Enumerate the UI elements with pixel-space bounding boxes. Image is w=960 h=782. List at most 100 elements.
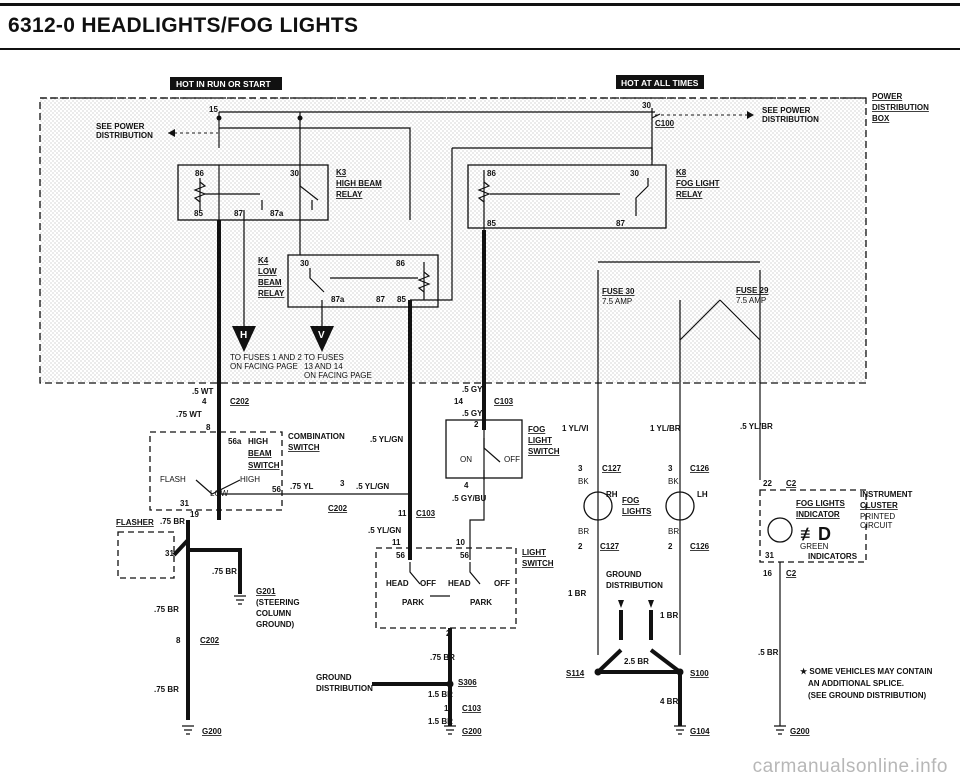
see-power-right-2: DISTRIBUTION (762, 115, 819, 124)
fog-rh-br: BR (578, 527, 589, 536)
ground-g200a: G200 (202, 727, 222, 736)
flasher-unit (117, 531, 175, 579)
pin-4: 4 (464, 481, 469, 490)
pin-11a: 11 (398, 509, 407, 518)
fog-switch-name-2: LIGHT (528, 436, 552, 445)
pin-10: 10 (456, 538, 465, 547)
k3-t87: 87 (234, 209, 243, 218)
cluster-green: GREEN (800, 542, 829, 551)
cluster-t31: 31 (765, 551, 774, 560)
instrument-cluster (759, 489, 867, 563)
combo-hb-3: SWITCH (248, 461, 280, 470)
combo-t56: 56 (272, 485, 281, 494)
wire-15br-a: 1.5 BR (428, 690, 453, 699)
wire-5ylgn-a: .5 YL/GN (370, 435, 403, 444)
c202a-pin: 4 (202, 397, 207, 406)
wire-1br-a: 1 BR (568, 589, 586, 598)
connector-c100: C100 (655, 119, 675, 128)
cluster-name-3: PRINTED (860, 512, 895, 521)
pin-2a: 2 (474, 420, 479, 429)
ref-v-triangle (310, 326, 334, 352)
gnd-dist-a-1: GROUND (606, 570, 642, 579)
watermark: carmanualsonline.info (752, 756, 948, 777)
cluster-ind-2: INDICATOR (796, 510, 840, 519)
wire-5wt: .5 WT (192, 387, 213, 396)
k3-t85: 85 (194, 209, 203, 218)
ref-h-text-1: TO FUSES 1 AND 2 (230, 353, 302, 362)
k4-t30: 30 (300, 259, 309, 268)
ref-v-text-2: 13 AND 14 (304, 362, 343, 371)
fog-lh-br: BR (668, 527, 679, 536)
banner-all-times-text: HOT AT ALL TIMES (621, 78, 699, 88)
combo-hb-2: BEAM (248, 449, 272, 458)
k3-t86: 86 (195, 169, 204, 178)
flasher-t31: 31 (165, 549, 174, 558)
fog-switch-off: OFF (504, 455, 520, 464)
see-power-left-1: SEE POWER (96, 122, 145, 131)
wire-75br-c: .75 BR (154, 605, 179, 614)
splice-s306: S306 (458, 678, 477, 687)
k4-t87: 87 (376, 295, 385, 304)
pin-15: 15 (209, 105, 218, 114)
splice-s114: S114 (566, 669, 585, 678)
combo-name-2: SWITCH (288, 443, 320, 452)
pin-3: 3 (340, 479, 345, 488)
wire-1br-b: 1 BR (660, 611, 678, 620)
pin-8b: 8 (176, 636, 181, 645)
power-box-label-1: POWER (872, 92, 902, 101)
fuse-30-rating: 7.5 AMP (602, 297, 632, 306)
k3-name-1: HIGH BEAM (336, 179, 382, 188)
connector-c202b: C202 (328, 504, 348, 513)
see-power-left-2: DISTRIBUTION (96, 131, 153, 140)
connector-c103c: C103 (462, 704, 482, 713)
k4-id: K4 (258, 256, 269, 265)
power-box-label-2: DISTRIBUTION (872, 103, 929, 112)
k8-name-1: FOG LIGHT (676, 179, 720, 188)
pin-22: 22 (763, 479, 772, 488)
ref-v-letter: V (318, 330, 325, 341)
note-line-1: ★ SOME VEHICLES MAY CONTAIN (800, 667, 933, 676)
connector-c2b: C2 (786, 569, 797, 578)
ground-g201: G201 (256, 587, 276, 596)
ref-v-text-3: ON FACING PAGE (304, 371, 372, 380)
connector-c202c: C202 (200, 636, 220, 645)
k3-name-2: RELAY (336, 190, 363, 199)
k3-id: K3 (336, 168, 347, 177)
cluster-ind-1: FOG LIGHTS (796, 499, 846, 508)
fog-lights-name-2: LIGHTS (622, 507, 652, 516)
fuse-30-name: FUSE 30 (602, 287, 635, 296)
k4-low-beam-relay (287, 254, 439, 308)
note-line-2: AN ADDITIONAL SPLICE. (808, 679, 904, 688)
fuse-29-rating: 7.5 AMP (736, 296, 766, 305)
banner-run-start-text: HOT IN RUN OR START (176, 79, 272, 89)
ground-g104: G104 (690, 727, 710, 736)
light-switch-t56b: 56 (460, 551, 469, 560)
pin-19: 19 (190, 510, 199, 519)
g201-note-2: COLUMN (256, 609, 291, 618)
fog-switch-on: ON (460, 455, 472, 464)
ground-g200c: G200 (790, 727, 810, 736)
light-switch-name-2: SWITCH (522, 559, 554, 568)
wire-5ylgn-c: .5 YL/GN (368, 526, 401, 535)
combination-switch (149, 431, 283, 511)
g201-note-1: (STEERING (256, 598, 300, 607)
combo-t31: 31 (180, 499, 189, 508)
arrow-left-icon (168, 129, 175, 137)
flasher-label: FLASHER (116, 518, 154, 527)
light-switch (375, 547, 517, 629)
wire-75br-d: .75 BR (154, 685, 179, 694)
k8-t87: 87 (616, 219, 625, 228)
ref-h-triangle (232, 326, 256, 352)
splice-s100: S100 (690, 669, 709, 678)
ref-v-text-1: TO FUSES (304, 353, 344, 362)
k8-fog-light-relay (467, 164, 667, 229)
k8-t85: 85 (487, 219, 496, 228)
wire-15br-b: 1.5 BR (428, 717, 453, 726)
combo-name-1: COMBINATION (288, 432, 345, 441)
fog-light-lh (665, 491, 695, 521)
c127a-pin: 3 (578, 464, 583, 473)
connector-c202a: C202 (230, 397, 250, 406)
wire-5br: .5 BR (758, 648, 779, 657)
wire-1ylvi: 1 YL/VI (562, 424, 589, 433)
banner-all-times (616, 75, 704, 89)
